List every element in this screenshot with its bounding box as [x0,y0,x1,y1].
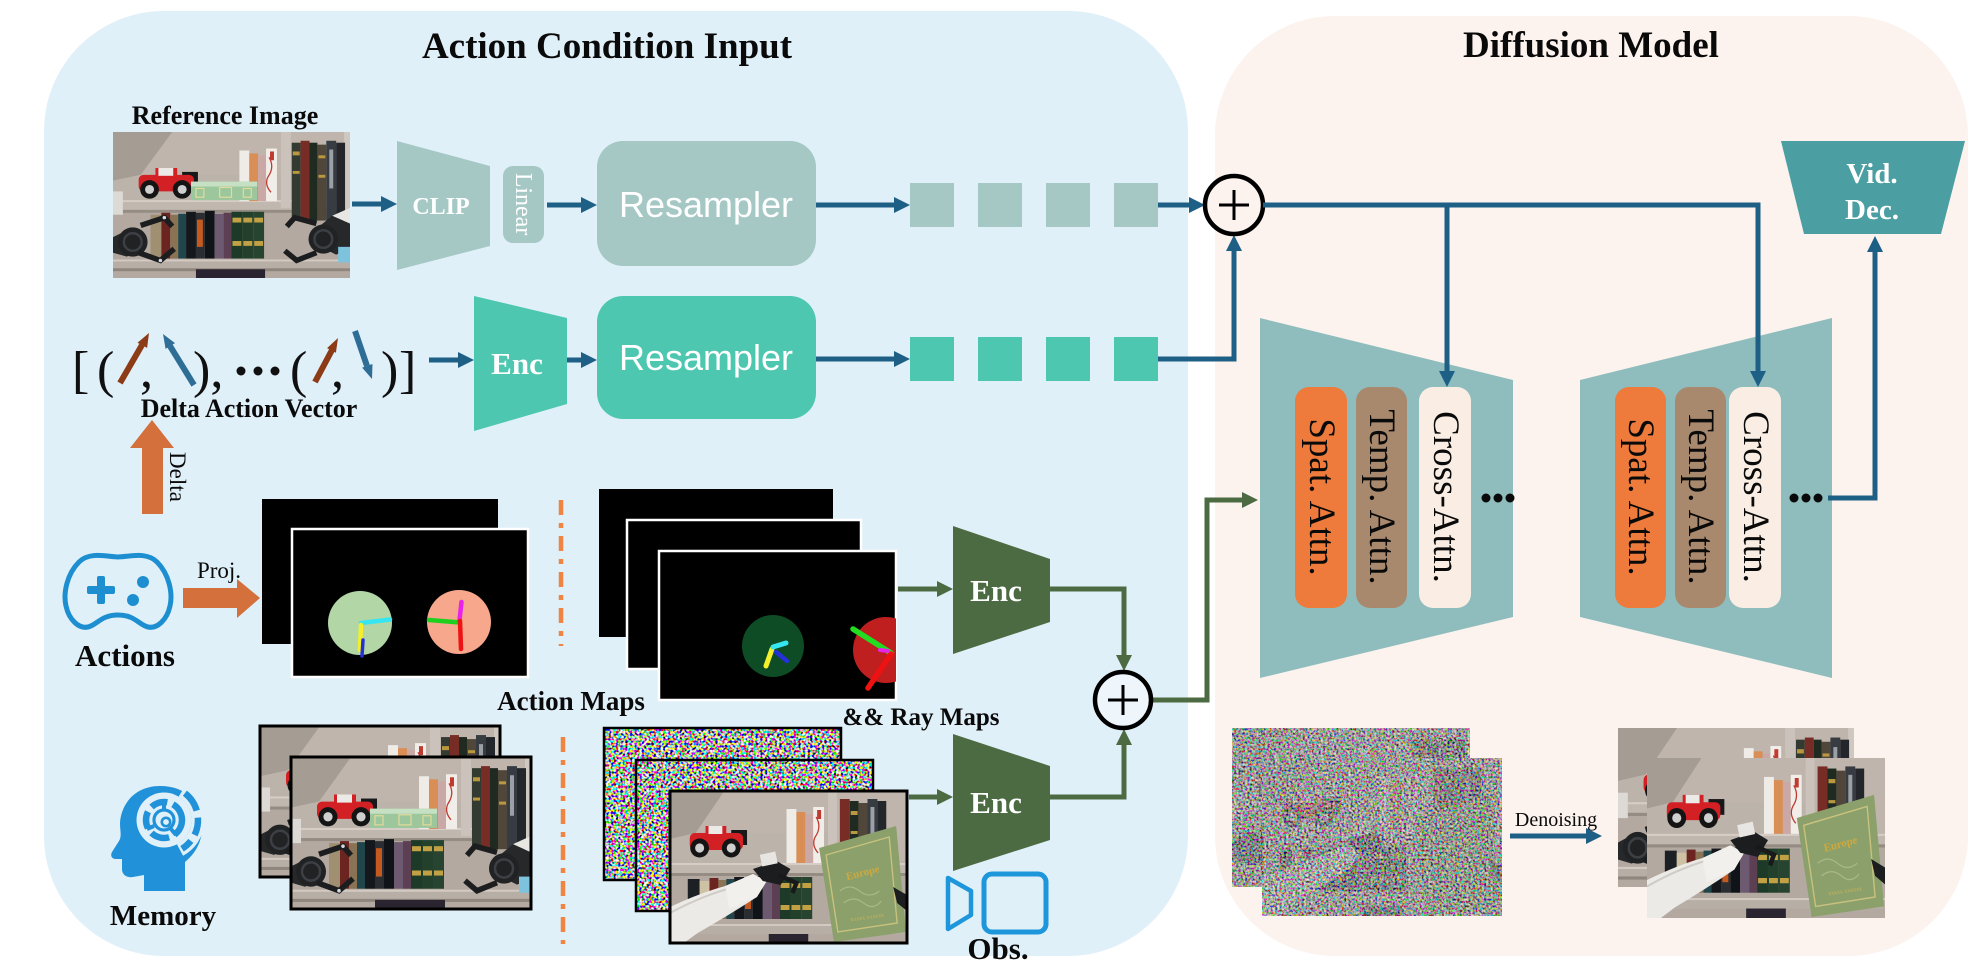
svg-text:,: , [331,342,344,399]
svg-text:Enc: Enc [970,785,1022,820]
svg-text:Temp. Attn.: Temp. Attn. [1361,409,1402,584]
svg-text:Dec.: Dec. [1845,194,1899,226]
svg-text:[: [ [72,342,89,399]
svg-text:&& Ray Maps: && Ray Maps [843,704,1000,731]
svg-text:Vid.: Vid. [1846,158,1897,190]
svg-text:Obs.: Obs. [967,931,1028,966]
svg-text:Spat. Attn.: Spat. Attn. [1620,418,1661,575]
svg-text:,: , [140,342,153,399]
svg-text:Linear: Linear [510,173,536,236]
svg-text:Reference Image: Reference Image [132,101,318,130]
svg-text:Actions: Actions [75,638,175,673]
svg-text:Enc: Enc [491,346,543,381]
svg-text:Resampler: Resampler [619,184,793,225]
svg-text:(: ( [97,342,114,399]
svg-text:Denoising: Denoising [1515,809,1597,831]
svg-text:Action Maps: Action Maps [497,686,645,716]
svg-text:Delta Action Vector: Delta Action Vector [141,394,358,423]
svg-text:Temp. Attn.: Temp. Attn. [1680,409,1721,584]
svg-text:(: ( [290,342,307,399]
svg-text:Action Condition Input: Action Condition Input [422,26,793,67]
svg-text:Cross-Attn.: Cross-Attn. [1425,411,1466,583]
svg-text:),: ), [193,342,223,399]
svg-text:Cross-Attn.: Cross-Attn. [1735,411,1776,583]
svg-text:Spat. Attn.: Spat. Attn. [1301,418,1342,575]
svg-text:Resampler: Resampler [619,337,793,378]
svg-text:Memory: Memory [110,900,217,932]
svg-text:]: ] [399,342,416,399]
svg-text:CLIP: CLIP [412,194,469,220]
svg-text:Proj.: Proj. [197,558,241,583]
svg-text:): ) [381,342,398,399]
svg-text:Enc: Enc [970,573,1022,608]
svg-text:Delta: Delta [165,452,190,502]
svg-text:Diffusion Model: Diffusion Model [1463,25,1719,66]
